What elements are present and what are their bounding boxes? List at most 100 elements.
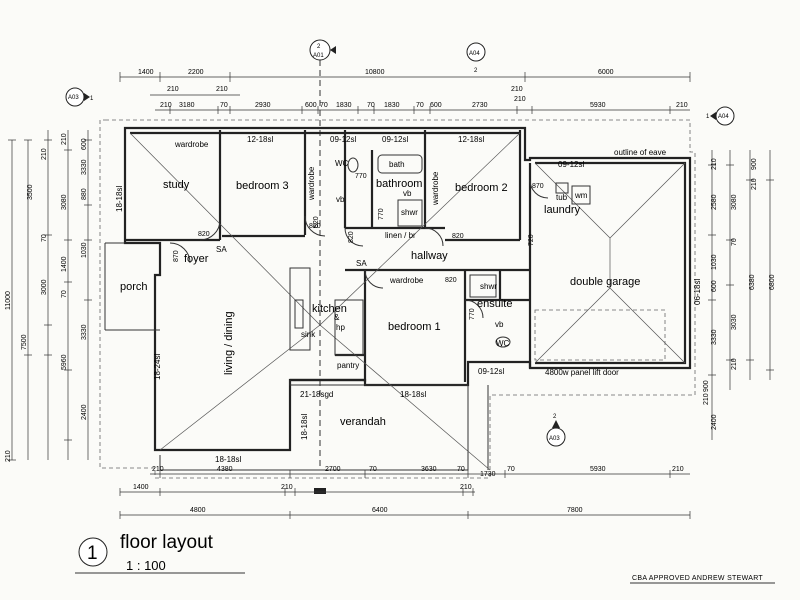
label-sa-foyer: SA [216,245,227,254]
dim-left-q: 600 [81,138,88,150]
right-dimensions: 6800 6380 3080 2580 3330 3030 1030 900 2… [703,150,776,440]
room-study: study [163,179,190,191]
svg-text:1: 1 [706,114,710,120]
dim-top-r3h: 70 [367,102,375,109]
dim-right-g: 1030 [711,254,718,270]
dim-bottom-r3a: 4800 [190,507,206,514]
svg-text:A01: A01 [313,53,324,59]
dim-left-m: 880 [81,188,88,200]
dim-bottom-r2a: 1400 [133,484,149,491]
dim-left-b: 7500 [21,334,28,350]
dim-right-k: 210 [711,158,718,170]
door-d12: 720 [528,234,535,246]
window-w7: 18-24sl [153,354,162,380]
window-w9: 18-18sl [300,414,309,440]
ensuite-wc-fixture [495,336,511,348]
room-double-garage: double garage [570,276,640,288]
svg-text:1: 1 [90,96,94,102]
dim-right-p: 210 [703,393,710,405]
dim-bottom-r1g: 1730 [480,471,496,478]
dim-left-k: 70 [41,234,48,242]
label-wardrobe-study: wardrobe [174,140,209,149]
dim-bottom-r3b: 6400 [372,507,388,514]
dim-right-b: 6380 [749,274,756,290]
dim-top-r3f: 70 [320,102,328,109]
title-block: 1 floor layout 1 : 100 CBA APPROVED ANDR… [75,532,775,584]
door-d1: 820 [198,231,210,238]
door-swings [169,179,549,319]
label-linen: linen / br [385,231,416,240]
dim-left-j: 3330 [81,324,88,340]
svg-text:A03: A03 [549,436,560,442]
window-w3: 09-12sl [382,135,408,144]
window-w2: 09-12sl [330,135,356,144]
label-hp: hp [336,323,345,332]
roof-hip-lines [129,132,686,471]
dim-left-d: 3000 [41,279,48,295]
door-d7: 870 [173,250,180,262]
label-sink: sink [301,330,316,339]
room-bedroom-2: bedroom 2 [455,182,508,194]
window-w13: 06-18sl [693,279,702,305]
label-vb-ensuite: vb [495,320,504,329]
window-w1: 12-18sl [247,135,273,144]
label-panel-lift-door: 4800w panel lift door [545,368,619,377]
bath-tub-fixture [377,154,423,174]
room-hallway: hallway [411,250,448,262]
dim-bottom-r1a: 210 [152,466,164,473]
dim-top-r3b: 3180 [179,102,195,109]
dim-bottom-r1d: 70 [369,466,377,473]
room-ensuite: ensuite [477,298,512,310]
dim-left-f: 2400 [81,404,88,420]
dim-top-r3k: 600 [430,102,442,109]
dim-right-o: 210 [731,358,738,370]
room-bedroom-3: bedroom 3 [236,180,289,192]
drawing-title: floor layout [120,532,214,553]
svg-text:2: 2 [317,44,321,50]
dim-top-r2a: 210 [167,86,179,93]
dim-top-r3l: 2730 [472,102,488,109]
kitchen-bench [334,299,364,356]
left-dimensions: 11000 7500 3500 3000 5960 2400 210 3080 … [5,130,92,462]
dim-top-r2c: 210 [511,86,523,93]
dim-bottom-r3c: 7800 [567,507,583,514]
dim-left-h: 3080 [61,194,68,210]
dim-top-r3n: 5930 [590,102,606,109]
dim-right-l: 210 [751,178,758,190]
door-d4: 770 [378,208,385,220]
top-dimensions: 1400 2200 10800 6000 210 210 210 210 318… [119,69,691,114]
room-porch: porch [120,281,148,293]
sink-fixture [294,299,304,329]
room-kitchen: kitchen [312,303,347,315]
label-wc-ensuite: WC [496,339,510,348]
label-vb-bath: vb [403,189,412,198]
dim-top-r1b: 2200 [188,69,204,76]
dim-top-r3i: 1830 [384,102,400,109]
room-laundry: laundry [544,204,581,216]
dim-bottom-r1i: 5930 [590,466,606,473]
door-d3: 770 [355,173,367,180]
section-marker-a03-left: A03 1 [65,87,94,107]
svg-text:2: 2 [553,414,557,420]
dim-right-h: 900 [751,158,758,170]
dim-right-d: 2580 [711,194,718,210]
label-wc: WC [335,159,349,168]
dim-left-n: 3330 [81,159,88,175]
label-wardrobe-bed2: wardrobe [431,171,440,206]
label-sa-hall: SA [356,259,367,268]
dim-right-e: 3330 [711,329,718,345]
eave-outline [99,119,696,479]
dim-right-m: 70 [731,238,738,246]
dim-top-r3d: 2930 [255,102,271,109]
svg-text:A04: A04 [718,114,729,120]
window-w4: 12-18sl [458,135,484,144]
dim-bottom-r2b: 210 [281,484,293,491]
room-verandah: verandah [340,416,386,428]
window-w5: 09-12sl [558,160,584,169]
dim-top-r3j: 70 [416,102,424,109]
label-tub: tub [556,193,568,202]
drawing-number: 1 [87,543,98,564]
dim-right-n: 600 [711,280,718,292]
dim-right-i: 2400 [711,414,718,430]
dim-top-r1a: 1400 [138,69,154,76]
